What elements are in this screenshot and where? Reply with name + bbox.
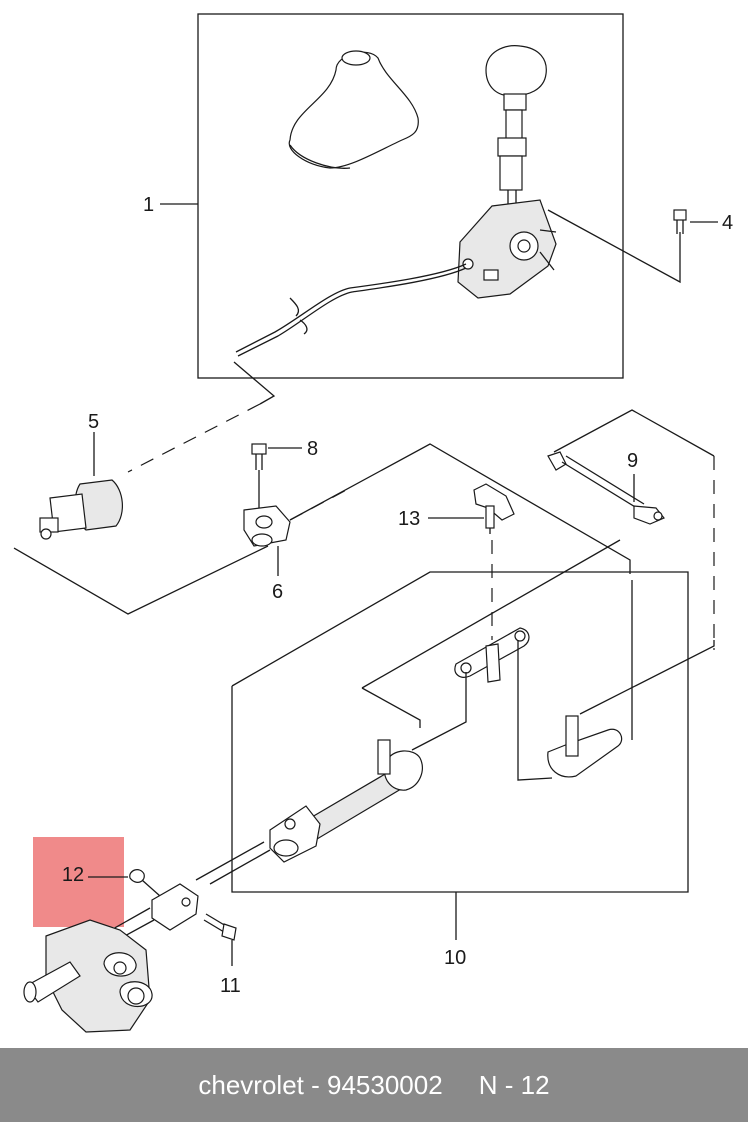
main-shift-rod <box>195 739 423 885</box>
footer-part-reference: chevrolet - 94530002 N - 12 <box>198 1070 550 1100</box>
callout-6: 6 <box>272 581 283 603</box>
bolt-8 <box>251 443 267 508</box>
shifter-base <box>457 199 557 299</box>
bolt-4-reference-line <box>547 209 681 284</box>
callout-12: 12 <box>61 864 85 886</box>
grommet-5 <box>39 432 123 540</box>
link-rod-9 <box>547 451 665 525</box>
callout-13: 13 <box>398 508 420 530</box>
shift-linkage-assembly <box>361 539 633 781</box>
shift-lever <box>485 45 547 210</box>
callout-10: 10 <box>444 947 466 969</box>
cable-end-reference-line <box>233 361 276 405</box>
callout-9: 9 <box>627 450 638 472</box>
bracket-6-reference-outline <box>13 545 269 615</box>
footer-bar: chevrolet - 94530002 N - 12 <box>0 1048 748 1122</box>
bracket-6 <box>243 505 291 576</box>
exploded-parts-diagram: 1 4 <box>13 13 733 1033</box>
shift-boot <box>288 50 419 169</box>
bolt-4 <box>673 209 687 234</box>
callout-1: 1 <box>143 194 154 216</box>
highlighted-part-box <box>33 837 124 927</box>
rod-9-reference-outline <box>553 409 715 457</box>
callout-5: 5 <box>88 411 99 433</box>
callout-8: 8 <box>307 438 318 460</box>
callout-11: 11 <box>220 975 241 997</box>
assembly-box-10 <box>231 571 689 893</box>
transmission-housing <box>23 919 153 1033</box>
assembly-box-1 <box>197 13 624 379</box>
clip-13 <box>473 483 515 534</box>
bolt-11 <box>203 913 237 966</box>
shift-cable <box>235 263 467 353</box>
callout-4: 4 <box>722 212 733 234</box>
clip-12 <box>129 869 161 897</box>
